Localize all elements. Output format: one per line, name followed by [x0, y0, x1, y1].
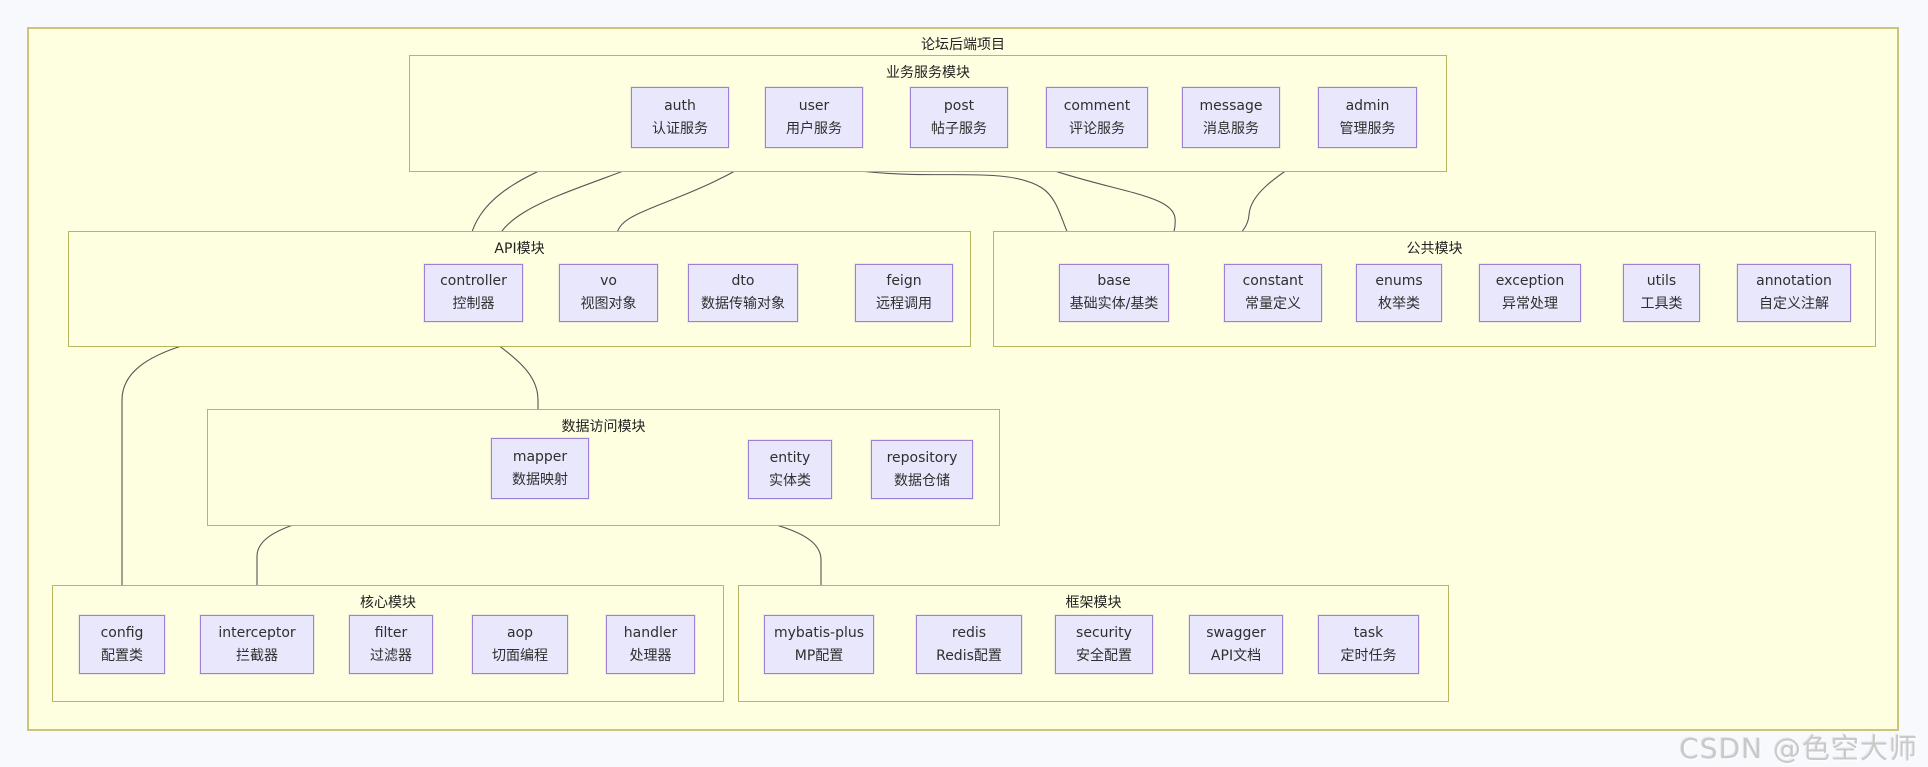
watermark: CSDN @色空大师: [1679, 732, 1918, 765]
node-label-zh: 数据映射: [512, 471, 568, 488]
node-label-zh: 消息服务: [1203, 120, 1259, 137]
node-label-en: security: [1076, 624, 1132, 641]
node-post: post 帖子服务: [910, 87, 1008, 148]
node-label-zh: 异常处理: [1502, 296, 1558, 312]
node-base: base 基础实体/基类: [1059, 264, 1169, 322]
node-label-en: message: [1199, 97, 1263, 114]
node-entity: entity 实体类: [748, 440, 832, 499]
node-label-en: enums: [1375, 273, 1423, 289]
node-label-zh: 基础实体/基类: [1069, 296, 1159, 312]
node-label-en: controller: [440, 273, 507, 289]
node-label-zh: 切面编程: [492, 647, 548, 664]
node-label-zh: 配置类: [101, 647, 143, 664]
node-label-en: interceptor: [218, 624, 296, 641]
node-admin: admin 管理服务: [1318, 87, 1417, 148]
node-label-en: redis: [951, 624, 987, 641]
node-label-zh: 管理服务: [1339, 120, 1396, 137]
node-label-en: repository: [886, 449, 958, 466]
node-message: message 消息服务: [1182, 87, 1280, 148]
node-label-zh: 远程调用: [876, 296, 932, 312]
node-label-zh: 评论服务: [1069, 120, 1125, 137]
node-label-en: vo: [600, 273, 617, 289]
node-label-en: mybatis-plus: [773, 624, 865, 641]
node-repository: repository 数据仓储: [871, 440, 973, 499]
node-label-zh: 定时任务: [1340, 647, 1397, 664]
node-enums: enums 枚举类: [1356, 264, 1442, 322]
node-utils: utils 工具类: [1623, 264, 1700, 322]
node-label-zh: 工具类: [1640, 296, 1683, 312]
node-security: security 安全配置: [1055, 615, 1153, 674]
node-label-en: annotation: [1756, 273, 1832, 289]
node-label-en: filter: [374, 624, 408, 641]
node-handler: handler 处理器: [606, 615, 695, 674]
node-filter: filter 过滤器: [349, 615, 433, 674]
module-title-framework: 框架模块: [1065, 595, 1122, 611]
node-controller: controller 控制器: [424, 264, 523, 322]
node-label-zh: 视图对象: [580, 296, 637, 312]
module-dataaccess: 数据访问模块: [207, 409, 1000, 526]
node-label-en: entity: [769, 449, 811, 466]
node-interceptor: interceptor 拦截器: [200, 615, 314, 674]
node-label-en: handler: [623, 624, 678, 641]
node-label-zh: 处理器: [629, 647, 672, 664]
node-label-zh: 自定义注解: [1759, 296, 1829, 312]
node-label-zh: 安全配置: [1076, 647, 1132, 664]
node-label-zh: 枚举类: [1378, 296, 1420, 312]
node-label-en: admin: [1345, 97, 1390, 114]
node-label-zh: 拦截器: [236, 647, 278, 664]
node-label-zh: Redis配置: [936, 647, 1002, 664]
node-label-zh: 数据传输对象: [701, 296, 785, 312]
node-label-en: task: [1353, 624, 1384, 641]
node-comment: comment 评论服务: [1046, 87, 1148, 148]
node-exception: exception 异常处理: [1479, 264, 1581, 322]
node-annotation: annotation 自定义注解: [1737, 264, 1851, 322]
project-title: 论坛后端项目: [921, 37, 1005, 53]
node-mapper: mapper 数据映射: [491, 438, 589, 499]
node-config: config 配置类: [79, 615, 165, 674]
module-title-core: 核心模块: [360, 595, 416, 611]
node-label-en: dto: [731, 273, 755, 289]
module-title-common: 公共模块: [1406, 241, 1463, 257]
module-title-api: API模块: [494, 241, 545, 257]
node-label-zh: 数据仓储: [894, 472, 950, 489]
node-label-en: user: [798, 97, 830, 114]
node-label-zh: 用户服务: [786, 120, 842, 137]
node-label-en: auth: [664, 97, 696, 114]
node-constant: constant 常量定义: [1224, 264, 1322, 322]
node-label-en: swagger: [1206, 624, 1266, 641]
node-vo: vo 视图对象: [559, 264, 658, 322]
node-dto: dto 数据传输对象: [688, 264, 798, 322]
node-label-en: config: [100, 624, 144, 641]
node-label-en: post: [943, 97, 975, 114]
node-label-en: feign: [886, 273, 922, 289]
node-label-en: constant: [1242, 273, 1304, 289]
node-label-en: exception: [1495, 273, 1565, 289]
node-label-en: utils: [1646, 273, 1677, 289]
node-label-en: aop: [506, 624, 534, 641]
node-label-zh: 帖子服务: [931, 120, 987, 137]
module-title-business: 业务服务模块: [886, 65, 970, 81]
node-task: task 定时任务: [1318, 615, 1419, 674]
node-label-zh: 认证服务: [652, 120, 708, 137]
node-label-zh: 控制器: [452, 296, 495, 312]
node-label-en: comment: [1063, 97, 1131, 114]
module-title-dataaccess: 数据访问模块: [561, 419, 646, 435]
node-user: user 用户服务: [765, 87, 863, 148]
node-label-en: base: [1097, 273, 1131, 289]
node-aop: aop 切面编程: [472, 615, 568, 674]
node-label-zh: 常量定义: [1245, 296, 1301, 312]
node-label-en: mapper: [512, 448, 568, 465]
node-label-zh: API文档: [1210, 647, 1262, 664]
node-label-zh: MP配置: [794, 647, 844, 664]
node-label-zh: 过滤器: [370, 647, 412, 664]
node-feign: feign 远程调用: [855, 264, 953, 322]
node-label-zh: 实体类: [769, 472, 811, 489]
node-auth: auth 认证服务: [631, 87, 729, 148]
